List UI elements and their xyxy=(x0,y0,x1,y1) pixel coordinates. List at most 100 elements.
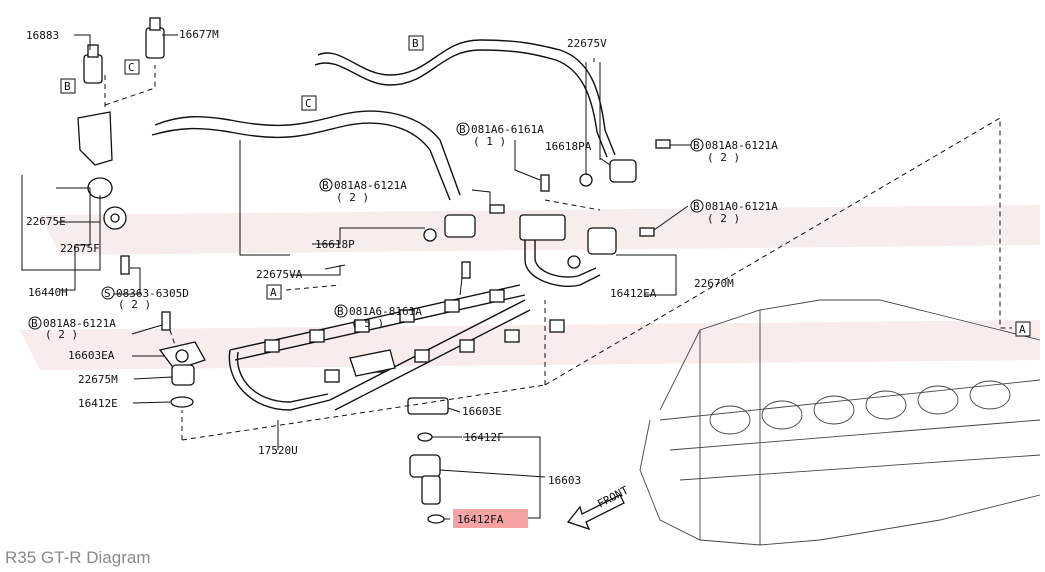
bolt-081A6-6161A xyxy=(540,174,550,192)
sensor-16883 xyxy=(83,44,103,84)
svg-text:( 2 ): ( 2 ) xyxy=(45,328,78,341)
ref-box-A-right: A xyxy=(1015,321,1031,337)
rail-port xyxy=(549,319,565,333)
oring-16412FA xyxy=(427,514,445,524)
engine-bore xyxy=(917,385,959,415)
rail-port xyxy=(399,309,415,323)
svg-text:S: S xyxy=(104,287,111,300)
svg-text:( 2 ): ( 2 ) xyxy=(118,298,151,311)
screw-08363 xyxy=(120,255,130,275)
ref-box-A-left: A xyxy=(266,284,282,300)
bolt-081A6-8161A xyxy=(461,261,471,279)
label-08363-6305D: S 08363-6305D ( 2 ) xyxy=(101,286,189,311)
ref-box-B-top: B xyxy=(408,35,424,51)
label-16603EA: 16603EA xyxy=(68,349,115,362)
bolt-081A8-top xyxy=(655,139,671,149)
svg-text:B: B xyxy=(693,139,700,152)
label-16618P: 16618P xyxy=(315,238,355,251)
svg-text:( 1 ): ( 1 ) xyxy=(473,135,506,148)
label-22675E: 22675E xyxy=(26,215,66,228)
rail-port xyxy=(444,299,460,313)
rail-port xyxy=(459,339,475,353)
bolt-081A0 xyxy=(639,227,655,237)
rail-port xyxy=(264,339,280,353)
engine-bore xyxy=(761,400,803,430)
leader-lines xyxy=(21,34,696,520)
rail-port xyxy=(354,319,370,333)
svg-text:081A0-6121A: 081A0-6121A xyxy=(705,200,778,213)
ref-box-B-left: B xyxy=(60,78,76,94)
svg-text:081A8-6121A: 081A8-6121A xyxy=(334,179,407,192)
svg-text:081A8-6121A: 081A8-6121A xyxy=(705,139,778,152)
gasket-16603EA xyxy=(158,341,206,371)
svg-text:C: C xyxy=(128,61,135,74)
oring-16412E xyxy=(170,396,194,408)
engine-bore xyxy=(865,390,907,420)
label-16618PA: 16618PA xyxy=(545,140,592,153)
label-081A8-6121A-mid: B 081A8-6121A ( 2 ) xyxy=(319,178,407,204)
svg-text:B: B xyxy=(64,80,71,93)
svg-text:( 2 ): ( 2 ) xyxy=(707,212,740,225)
washer-22675F xyxy=(103,206,127,230)
sensor-16677M xyxy=(145,17,165,59)
damper-22675M xyxy=(171,364,195,386)
engine-bore xyxy=(813,395,855,425)
label-16677M: 16677M xyxy=(179,28,219,41)
rail-port xyxy=(324,369,340,383)
rail-port xyxy=(309,329,325,343)
svg-text:B: B xyxy=(322,179,329,192)
svg-text:( 2 ): ( 2 ) xyxy=(336,191,369,204)
svg-text:B: B xyxy=(337,305,344,318)
svg-text:B: B xyxy=(412,37,419,50)
label-22675V: 22675V xyxy=(567,37,607,50)
svg-text:08363-6305D: 08363-6305D xyxy=(116,287,189,300)
label-22675M: 22675M xyxy=(78,373,118,386)
clamp-part xyxy=(349,349,396,377)
engine-bore xyxy=(969,380,1011,410)
label-22670M: 22670M xyxy=(694,277,734,290)
ref-box-C-top: C xyxy=(301,95,317,111)
highlight-16412FA xyxy=(453,509,528,528)
bracket-center xyxy=(519,214,566,241)
label-081A6-8161A: B 081A6-8161A ( 5 ) xyxy=(334,304,422,330)
label-081A8-6121A-top: B 081A8-6121A ( 2 ) xyxy=(690,138,778,164)
label-16440H: 16440H xyxy=(28,286,68,299)
svg-text:081A6-6161A: 081A6-6161A xyxy=(471,123,544,136)
label-22675F: 22675F xyxy=(60,242,100,255)
front-arrow: FRONT xyxy=(566,483,631,531)
diagram-caption: R35 GT-R Diagram xyxy=(5,548,150,567)
ref-box-C-left: C xyxy=(124,59,140,75)
svg-text:B: B xyxy=(31,317,38,330)
rail-port xyxy=(504,329,520,343)
svg-text:C: C xyxy=(305,97,312,110)
engine-bore xyxy=(709,405,751,435)
label-16883: 16883 xyxy=(26,29,59,42)
bolt-081A8-left xyxy=(161,311,171,331)
engine-head-illustration xyxy=(639,299,1041,546)
svg-text:081A6-8161A: 081A6-8161A xyxy=(349,305,422,318)
label-16603: 16603 xyxy=(548,474,581,487)
label-081A0-6121A: B 081A0-6121A ( 2 ) xyxy=(690,199,778,225)
svg-text:( 2 ): ( 2 ) xyxy=(707,151,740,164)
svg-text:A: A xyxy=(270,286,277,299)
label-16412E: 16412E xyxy=(78,397,118,410)
damper-16618PA xyxy=(579,159,637,187)
oring-16412F xyxy=(417,432,433,442)
valve-22670M xyxy=(567,227,617,269)
svg-text:( 5 ): ( 5 ) xyxy=(351,317,384,330)
label-17520U: 17520U xyxy=(258,444,298,457)
bracket-part xyxy=(77,111,113,166)
injector-16603 xyxy=(409,454,441,505)
dashed-guides xyxy=(104,65,601,441)
label-16412EA: 16412EA xyxy=(610,287,657,300)
label-16412FA: 16412FA xyxy=(457,513,504,526)
svg-text:B: B xyxy=(693,200,700,213)
svg-text:B: B xyxy=(459,123,466,136)
svg-text:081A8-6121A: 081A8-6121A xyxy=(43,317,116,330)
damper-16618P xyxy=(423,214,476,242)
label-16412F: 16412F xyxy=(464,431,504,444)
label-22675VA: 22675VA xyxy=(256,268,303,281)
svg-text:A: A xyxy=(1019,323,1026,336)
label-081A8-6121A-left: B 081A8-6121A ( 2 ) xyxy=(28,316,116,341)
